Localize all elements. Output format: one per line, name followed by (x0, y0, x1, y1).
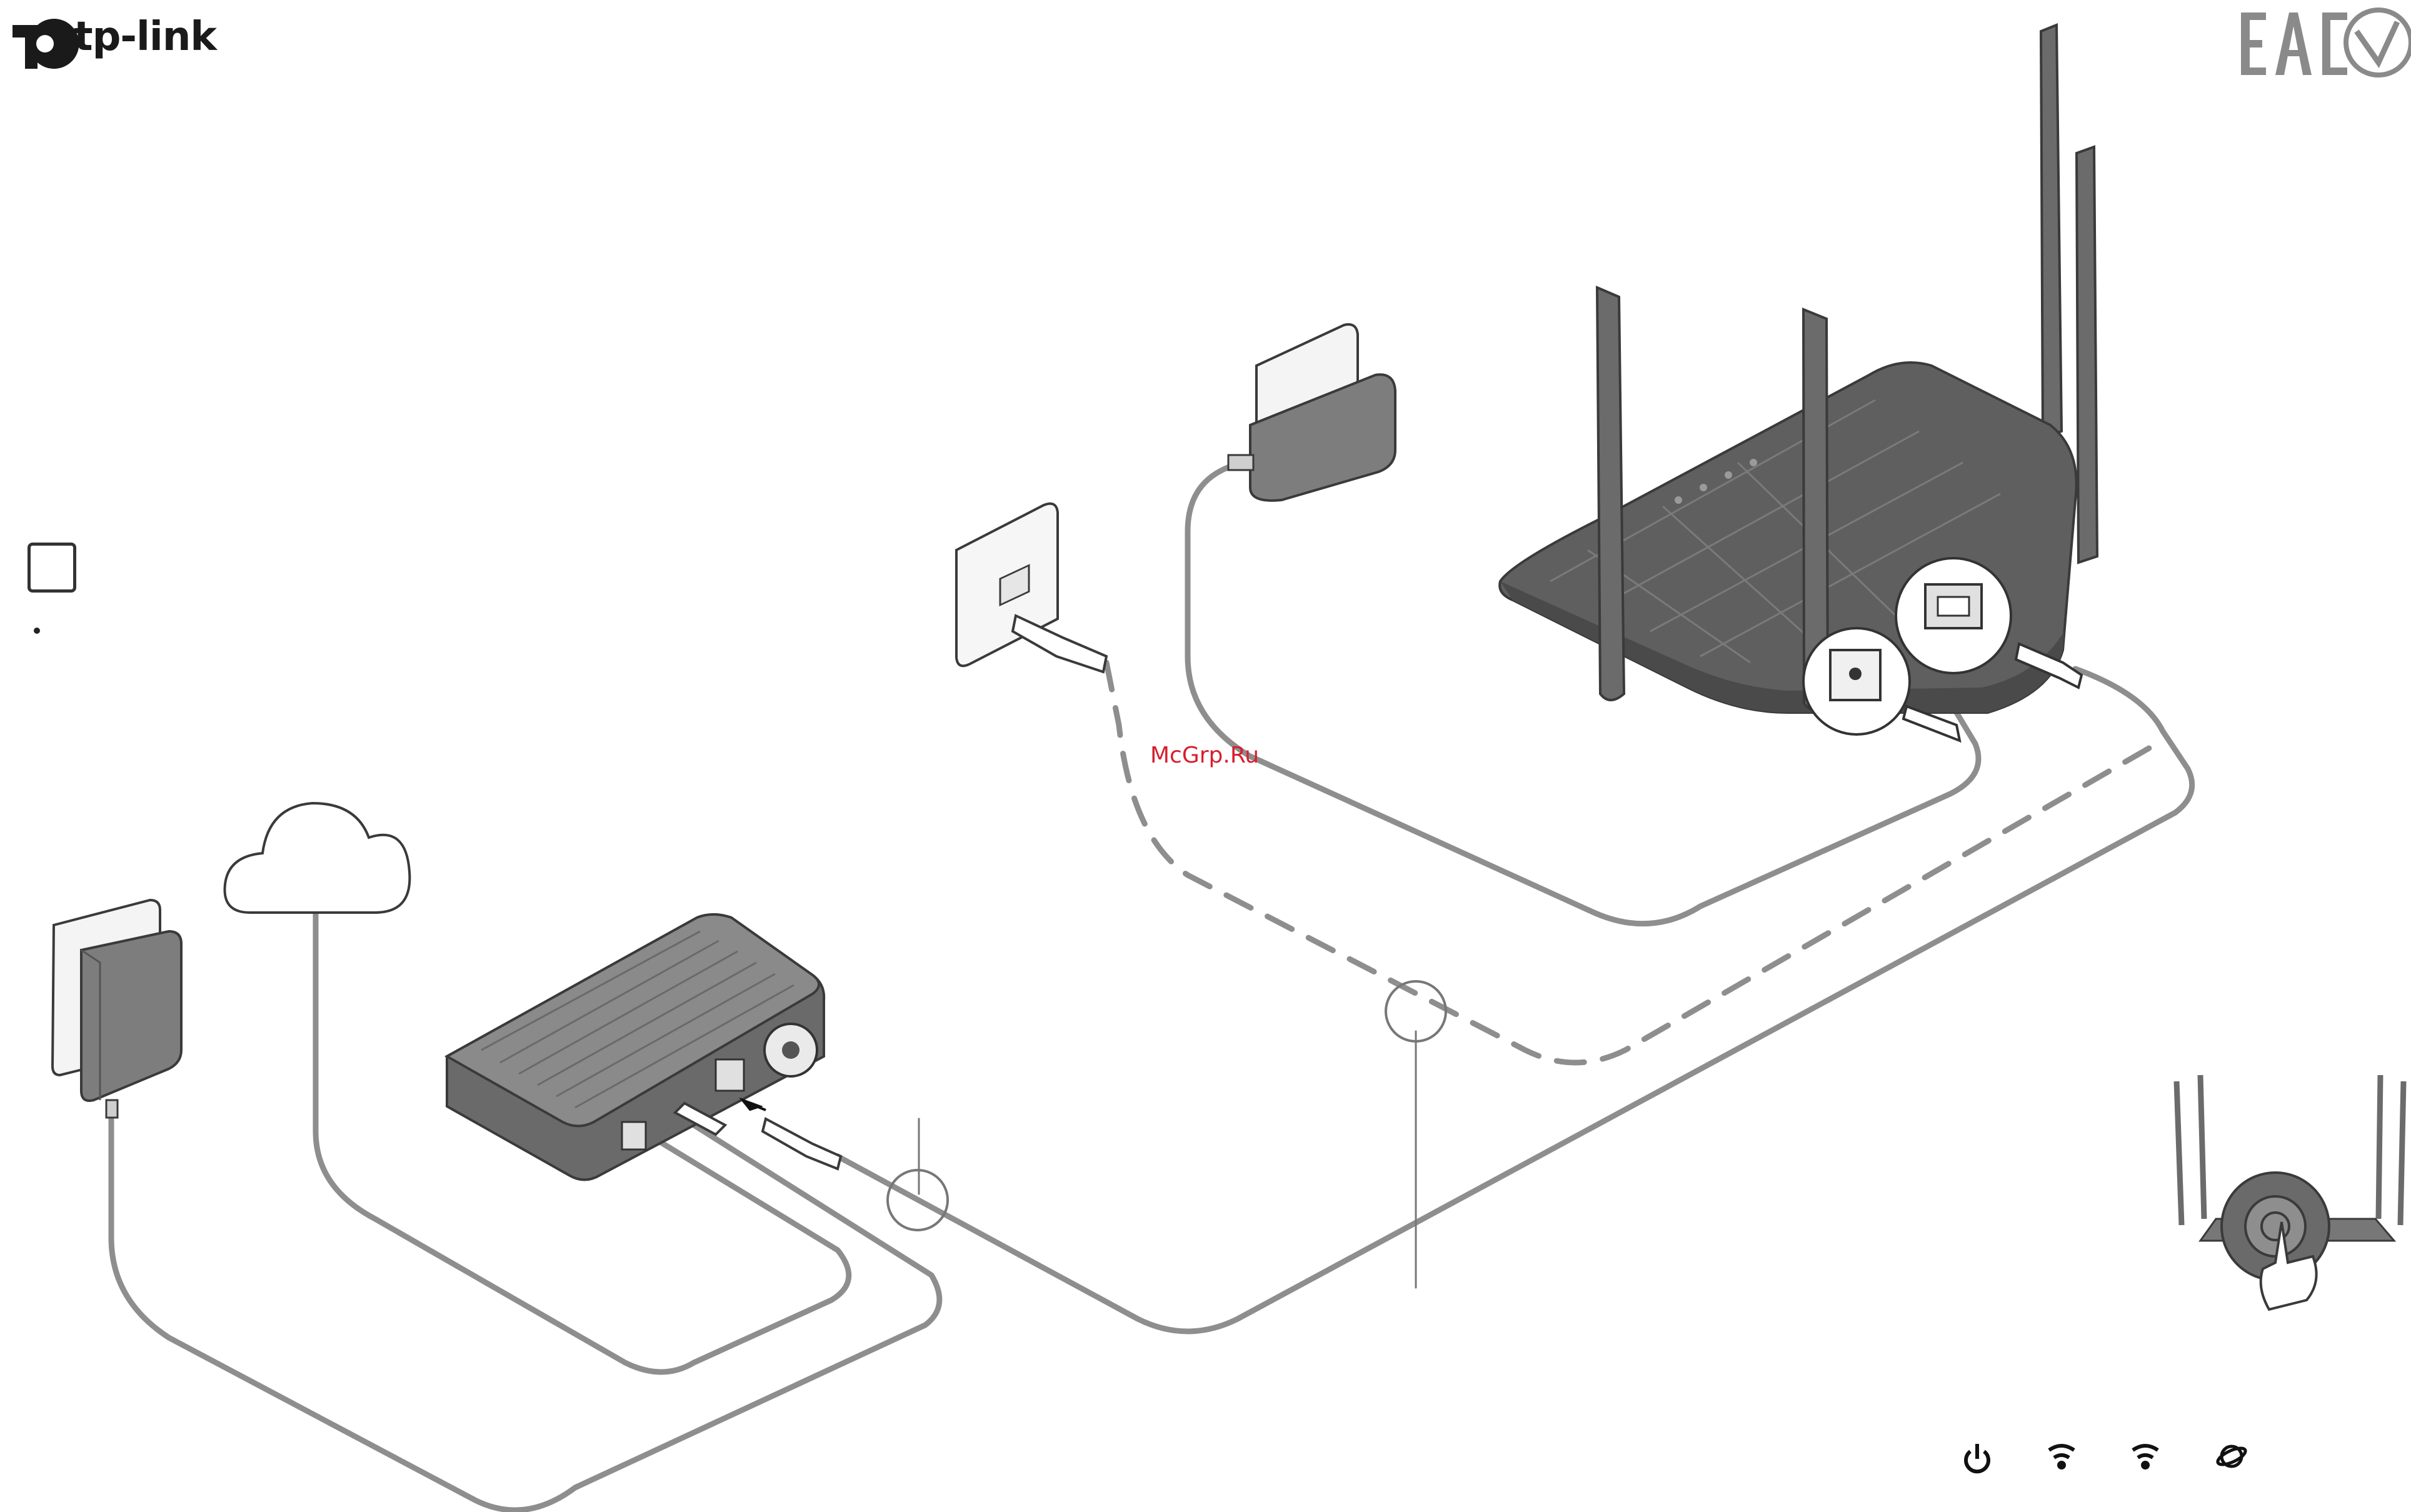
ethernet-cable-modem-to-router (838, 669, 2192, 1331)
modem-device (447, 914, 824, 1180)
internet-led-icon (2215, 1445, 2247, 1468)
modem-power-adapter (53, 900, 181, 1118)
brand-logo-text: tp-link (74, 14, 216, 60)
old-connection-dashed-cable (1106, 663, 2157, 1063)
modem-ethernet-plug (763, 1119, 841, 1169)
bullet-point (34, 628, 40, 634)
tp-link-logo-icon (13, 19, 79, 69)
ua-conformity-mark-icon (2346, 10, 2411, 75)
watermark-text: McGrp.Ru (1150, 743, 1259, 768)
internet-cloud-icon (225, 803, 410, 913)
wifi-2g-led-icon (2049, 1446, 2074, 1468)
power-led-icon (1966, 1444, 1988, 1471)
wall-ethernet-socket (956, 504, 1106, 672)
step-checkbox (28, 543, 76, 593)
router-power-button-illustration (2177, 1075, 2403, 1309)
wifi-5g-led-icon (2133, 1446, 2158, 1468)
wall-ethernet-plug (1013, 616, 1106, 672)
eac-mark-icon (2241, 13, 2347, 75)
router-power-adapter (1228, 324, 1395, 501)
insert-arrow-icon (743, 1100, 766, 1110)
